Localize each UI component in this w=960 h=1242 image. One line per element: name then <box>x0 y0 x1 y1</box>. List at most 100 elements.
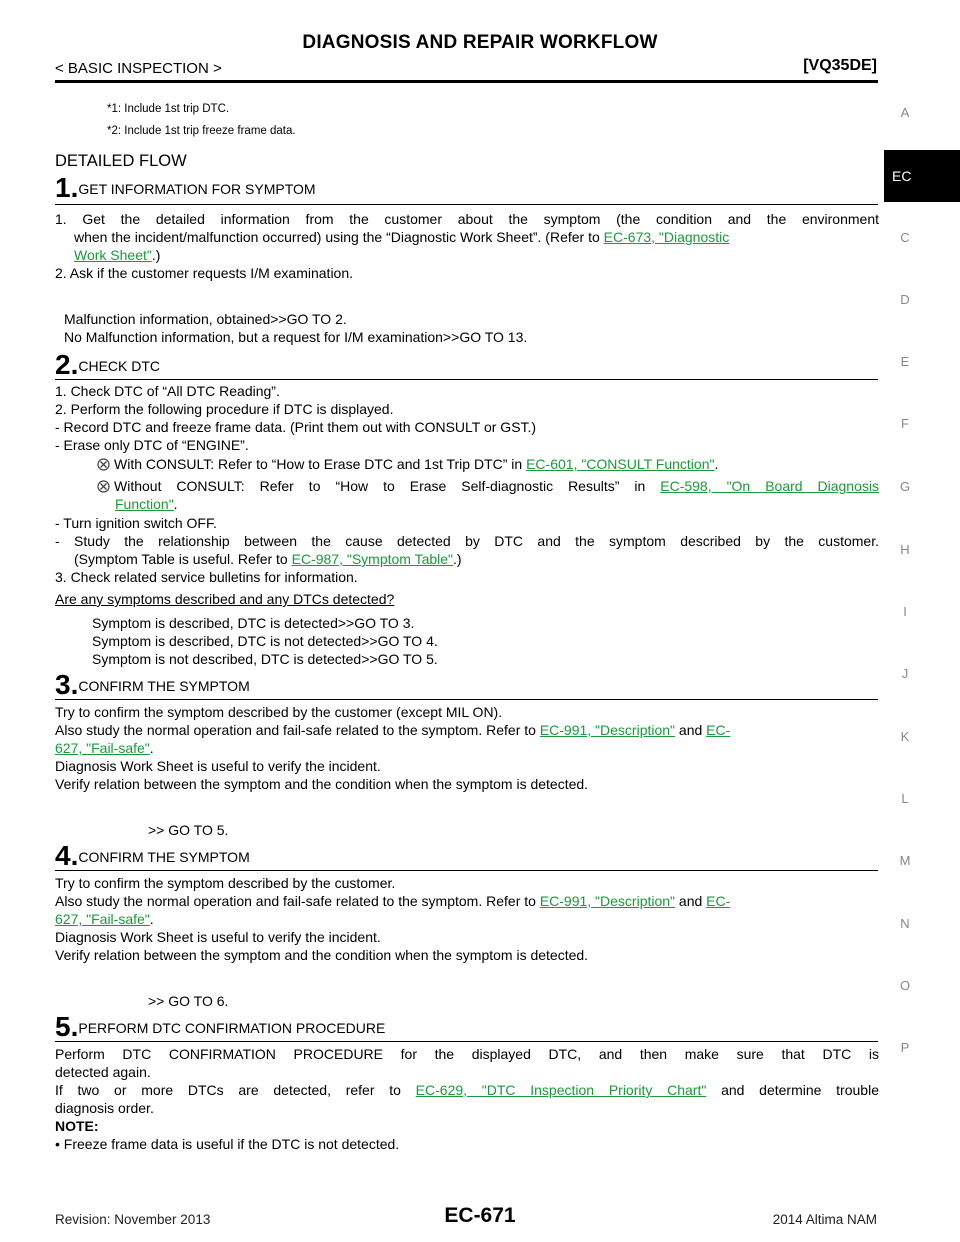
note-label: NOTE: <box>55 1118 99 1134</box>
index-letter-h[interactable]: H <box>900 542 910 557</box>
index-letter-i[interactable]: I <box>903 604 907 619</box>
model-code: [VQ35DE] <box>803 57 877 74</box>
text-run: and <box>675 722 707 738</box>
text-run: Also study the normal operation and fail… <box>55 893 540 909</box>
text-line: 627, "Fail-safe". <box>55 739 879 757</box>
text-run: and <box>675 893 707 909</box>
index-letter-m[interactable]: M <box>899 853 911 868</box>
step-rule <box>55 870 878 871</box>
text-run: If two or more DTCs are detected, refer … <box>55 1082 416 1098</box>
result-line: >> GO TO 6. <box>148 993 229 1009</box>
step-number: 4. <box>55 840 79 871</box>
text-line: Function". <box>115 495 939 513</box>
text-run: Also study the normal operation and fail… <box>55 722 540 738</box>
text-line: Verify relation between the symptom and … <box>55 776 589 792</box>
index-letter-e[interactable]: E <box>900 354 910 369</box>
text-run: Without CONSULT: Refer to “How to Erase … <box>114 478 661 494</box>
index-letter-n[interactable]: N <box>900 916 910 931</box>
text-line: Also study the normal operation and fail… <box>55 721 879 739</box>
result-line: Malfunction information, obtained>>GO TO… <box>64 311 347 327</box>
text-line: Work Sheet".) <box>74 246 879 264</box>
ref-link-ec598-cont[interactable]: Function" <box>115 496 174 512</box>
index-tab-ec[interactable]: EC <box>884 150 960 202</box>
text-line: Perform DTC CONFIRMATION PROCEDURE for t… <box>55 1046 879 1062</box>
step-title: CHECK DTC <box>78 358 161 374</box>
question-line: Are any symptoms described and any DTCs … <box>55 590 879 608</box>
step-title: CONFIRM THE SYMPTOM <box>78 849 250 865</box>
ref-link-ec987[interactable]: EC-987, "Symptom Table" <box>291 551 454 567</box>
consult-icon <box>97 479 110 493</box>
index-letter-o[interactable]: O <box>899 978 911 993</box>
text-line: - Turn ignition switch OFF. <box>55 515 217 531</box>
result-line: Symptom is not described, DTC is detecte… <box>92 651 438 667</box>
step-number: 3. <box>55 669 79 700</box>
step-5-heading: 5.PERFORM DTC CONFIRMATION PROCEDURE <box>55 1011 385 1043</box>
note-text: • Freeze frame data is useful if the DTC… <box>55 1136 400 1152</box>
index-letter-d[interactable]: D <box>900 292 910 307</box>
step-number: 1. <box>55 172 79 203</box>
text-line: Diagnosis Work Sheet is useful to verify… <box>55 758 381 774</box>
ref-link-ec629[interactable]: EC-629, "DTC Inspection Priority Chart" <box>415 1082 707 1098</box>
index-letter-j[interactable]: J <box>901 666 909 681</box>
index-letter-c[interactable]: C <box>900 230 910 245</box>
text-line: Also study the normal operation and fail… <box>55 892 879 910</box>
text-line: diagnosis order. <box>55 1100 154 1116</box>
ref-link-ec627[interactable]: EC- <box>706 893 731 909</box>
ref-link-ec627-cont[interactable]: 627, "Fail-safe" <box>55 740 150 756</box>
ref-link-ec673[interactable]: EC-673, "Diagnostic <box>603 229 730 245</box>
text-line: 1. Check DTC of “All DTC Reading”. <box>55 383 280 399</box>
text-line: 3. Check related service bulletins for i… <box>55 569 358 585</box>
text-run: .) <box>453 551 462 567</box>
detailed-flow-title: DETAILED FLOW <box>55 152 187 170</box>
step-1-heading: 1.GET INFORMATION FOR SYMPTOM <box>55 172 316 204</box>
ref-link-ec601[interactable]: EC-601, "CONSULT Function" <box>526 456 715 472</box>
question-text: Are any symptoms described and any DTCs … <box>55 591 395 607</box>
index-letter-p[interactable]: P <box>900 1040 910 1055</box>
text-line: Try to confirm the symptom described by … <box>55 704 503 720</box>
footnote-1: *1: Include 1st trip DTC. <box>107 103 230 115</box>
index-letter-l[interactable]: L <box>901 791 909 806</box>
text-run: . <box>173 496 178 512</box>
section-header: < BASIC INSPECTION > <box>55 60 222 77</box>
step-rule <box>55 1041 878 1042</box>
text-line: 2. Perform the following procedure if DT… <box>55 401 394 417</box>
ref-link-ec673-cont[interactable]: Work Sheet" <box>74 247 152 263</box>
page-title: DIAGNOSIS AND REPAIR WORKFLOW <box>302 32 658 53</box>
step-rule <box>55 699 878 700</box>
text-run: and determine trouble <box>706 1082 879 1098</box>
text-line: 627, "Fail-safe". <box>55 910 879 928</box>
index-letter-k[interactable]: K <box>900 729 910 744</box>
step-number: 5. <box>55 1011 79 1042</box>
text-run: when the incident/malfunction occurred) … <box>74 229 604 245</box>
result-line: Symptom is described, DTC is detected>>G… <box>92 615 415 631</box>
ref-link-ec991[interactable]: EC-991, "Description" <box>539 893 676 909</box>
edition-label: 2014 Altima NAM <box>772 1212 877 1227</box>
text-run: (Symptom Table is useful. Refer to <box>74 551 292 567</box>
text-line: Try to confirm the symptom described by … <box>55 875 396 891</box>
ref-link-ec598[interactable]: EC-598, "On Board Diagnosis <box>660 478 879 494</box>
index-letter-a[interactable]: A <box>900 105 910 120</box>
footnote-2: *2: Include 1st trip freeze frame data. <box>107 125 296 137</box>
index-letter-f[interactable]: F <box>901 416 909 431</box>
ref-link-ec627-cont[interactable]: 627, "Fail-safe" <box>55 911 150 927</box>
text-line: when the incident/malfunction occurred) … <box>74 228 879 246</box>
ref-link-ec627[interactable]: EC- <box>706 722 731 738</box>
step-title: GET INFORMATION FOR SYMPTOM <box>78 181 316 197</box>
step-3-heading: 3.CONFIRM THE SYMPTOM <box>55 669 250 701</box>
text-run: . <box>149 740 154 756</box>
text-line: With CONSULT: Refer to “How to Erase DTC… <box>97 455 921 473</box>
text-line: - Study the relationship between the cau… <box>55 533 879 549</box>
text-line: detected again. <box>55 1064 151 1080</box>
consult-icon <box>97 457 110 471</box>
step-rule <box>55 379 878 380</box>
text-line: 1. Get the detailed information from the… <box>55 211 879 227</box>
text-run: .) <box>151 247 161 263</box>
ref-link-ec991[interactable]: EC-991, "Description" <box>539 722 676 738</box>
page-number: EC-671 <box>444 1204 516 1227</box>
result-line: Symptom is described, DTC is not detecte… <box>92 633 438 649</box>
text-line: If two or more DTCs are detected, refer … <box>55 1081 879 1099</box>
header-rule <box>55 80 878 83</box>
text-line: 2. Ask if the customer requests I/M exam… <box>55 265 354 281</box>
index-letter-g[interactable]: G <box>899 479 911 494</box>
revision-date: Revision: November 2013 <box>55 1212 211 1227</box>
